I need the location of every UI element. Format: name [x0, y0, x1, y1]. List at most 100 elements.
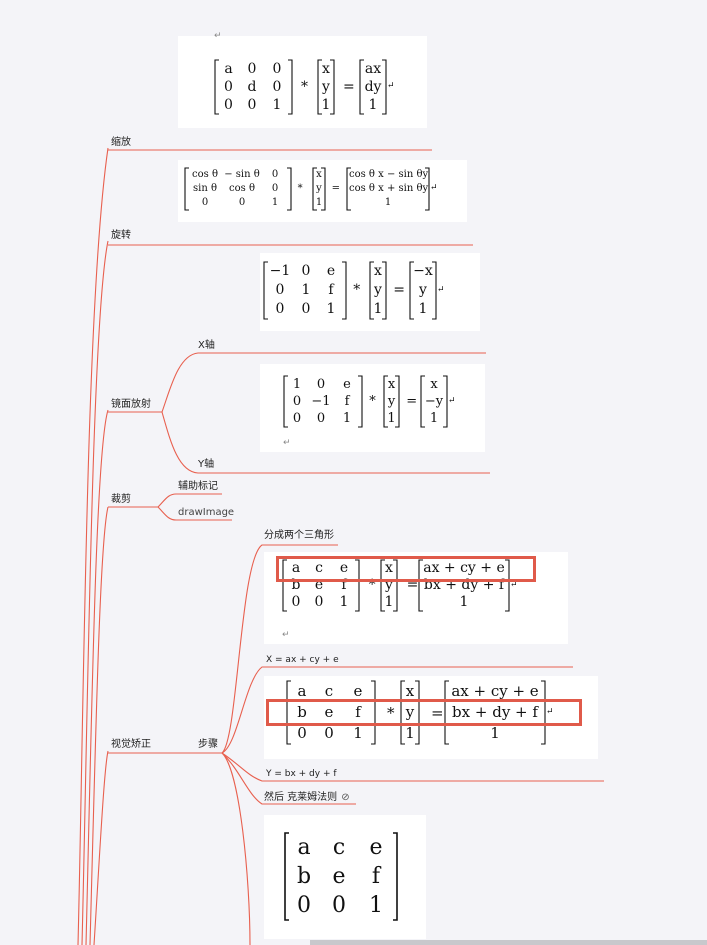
matrix-bracket — [184, 167, 292, 211]
link-icon[interactable]: ⊘ — [341, 792, 350, 803]
node-drawimage[interactable]: drawImage — [178, 507, 235, 518]
return-mark: ↵ — [214, 31, 222, 41]
equals-sign: = — [406, 393, 418, 409]
highlight-box-row1 — [276, 556, 536, 582]
matrix-cell: 0 — [324, 724, 334, 742]
matrix-cell: e — [343, 377, 351, 392]
matrix-cell: a — [291, 560, 301, 576]
node-y-formula[interactable]: Y = bx + dy + f — [266, 769, 337, 779]
equals-sign: = — [393, 282, 405, 299]
node-aux-mark[interactable]: 辅助标记 — [178, 481, 218, 492]
matrix-cell: 1 — [342, 411, 352, 426]
matrix-cell: sin θ — [193, 183, 217, 194]
matrix-cell: 0 — [272, 79, 282, 95]
vector-cell: y — [405, 703, 415, 721]
image-rotate[interactable] — [178, 160, 467, 222]
node-scale[interactable]: 缩放 — [111, 137, 131, 148]
node-x-formula[interactable]: X = ax + cy + e — [266, 655, 339, 665]
result-cell: 1 — [429, 411, 439, 426]
return-mark: ↵ — [546, 706, 554, 717]
bracket-layer — [184, 167, 430, 211]
vector-cell: y — [374, 282, 382, 298]
matrix-cell: e — [332, 864, 346, 889]
vector-cell: x — [316, 169, 322, 180]
matrix-bracket — [284, 832, 398, 921]
matrix-cell: a — [297, 835, 311, 860]
matrix-cell: 0 — [301, 263, 311, 279]
node-y-axis[interactable]: Y轴 — [198, 459, 215, 470]
matrix-cell: e — [369, 835, 383, 860]
matrix-bracket — [263, 261, 347, 320]
vector-cell: x — [405, 682, 415, 700]
bracket-layer — [263, 261, 437, 320]
vector-cell: x — [322, 61, 330, 77]
node-steps[interactable]: 步骤 — [198, 739, 218, 750]
matrix-cell: cos θ — [192, 169, 218, 180]
matrix-bracket — [286, 680, 376, 745]
matrix-bracket — [283, 375, 363, 428]
matrix-cell: c — [332, 835, 346, 860]
return-mark: ↵ — [387, 81, 395, 91]
return-mark: ↵ — [437, 284, 445, 295]
matrix-cell: 1 — [353, 724, 363, 742]
result-cell: ax + cy + e — [423, 560, 505, 576]
vector-cell: x — [374, 263, 382, 279]
matrix-cell: 0 — [314, 594, 324, 610]
matrix-bracket — [214, 59, 293, 115]
matrix-cell: 0 — [201, 197, 209, 208]
trunk-line — [81, 240, 109, 945]
matrix-cell: −1 — [269, 263, 291, 279]
result-cell: −y — [424, 394, 444, 409]
result-cell: 1 — [490, 724, 500, 742]
image-xform[interactable] — [264, 676, 598, 759]
node-mirror[interactable]: 镜面放射 — [111, 399, 151, 410]
multiply-sign: * — [297, 183, 303, 194]
matrix-cell: b — [291, 577, 301, 593]
multiply-sign: * — [369, 393, 376, 409]
matrix-cell: cos θ — [229, 183, 255, 194]
matrix-cell: 0 — [301, 301, 311, 317]
matrix-cell: 0 — [238, 197, 246, 208]
multiply-sign: * — [368, 577, 376, 594]
matrix-bracket — [420, 375, 448, 428]
result-cell: 1 — [368, 97, 378, 113]
image-split[interactable] — [264, 552, 568, 644]
result-cell: 1 — [418, 301, 428, 317]
bracket-layer — [286, 680, 546, 745]
multiply-sign: * — [353, 282, 361, 299]
matrix-bracket — [400, 680, 420, 745]
matrix-bracket — [282, 559, 360, 612]
matrix-cell: 0 — [247, 61, 257, 77]
matrix-cell: 0 — [332, 893, 346, 918]
result-cell: x — [430, 377, 438, 392]
matrix-cell: 0 — [247, 97, 257, 113]
result-cell: −x — [413, 263, 433, 279]
node-x-axis[interactable]: X轴 — [198, 340, 215, 351]
matrix-cell: f — [355, 703, 361, 721]
vector-cell: 1 — [384, 594, 394, 610]
matrix-cell: 1 — [369, 893, 383, 918]
matrix-cell: e — [353, 682, 363, 700]
matrix-cell: d — [247, 79, 257, 95]
node-crop[interactable]: 裁剪 — [111, 494, 131, 505]
node-split-triangles[interactable]: 分成两个三角形 — [264, 530, 334, 541]
trunk-line — [77, 147, 109, 945]
split-branch — [221, 544, 338, 754]
multiply-sign: * — [301, 78, 308, 95]
node-cramer[interactable]: 然后 克莱姆法则⊘ — [264, 792, 350, 804]
matrix-cell: e — [324, 703, 334, 721]
drawimage-branch — [157, 506, 232, 521]
return-mark: ↵ — [448, 395, 456, 406]
matrix-cell: a — [224, 61, 233, 77]
node-perspective[interactable]: 视觉矫正 — [111, 739, 151, 750]
bracket-layer — [214, 59, 387, 115]
node-rotate[interactable]: 旋转 — [111, 230, 131, 241]
matrix-cell: 1 — [301, 282, 311, 298]
trunk-line — [85, 409, 109, 945]
horizontal-scrollbar[interactable] — [310, 940, 707, 945]
equals-sign: = — [331, 183, 340, 194]
image-cramer[interactable] — [264, 815, 426, 939]
cramer-label: 然后 克莱姆法则 — [264, 792, 338, 803]
matrix-cell: 0 — [224, 79, 233, 95]
